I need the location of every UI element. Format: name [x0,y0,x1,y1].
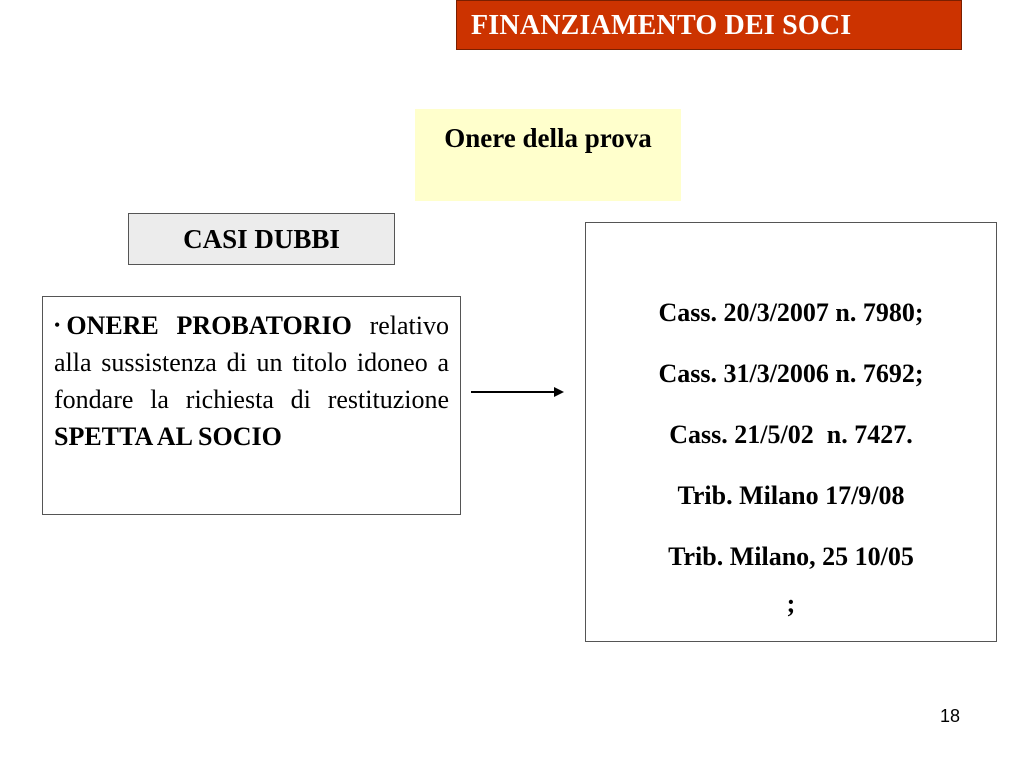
topic-box: Onere della prova [415,109,681,201]
right-arrow-icon [471,387,564,397]
rule-conclusion: SPETTA AL SOCIO [54,422,282,451]
case-citation: Cass. 20/3/2007 n. 7980; [658,298,924,327]
case-citation: Cass. 31/3/2006 n. 7692; [658,359,924,388]
case-citation: Cass. 21/5/02 n. 7427. [669,420,913,449]
rule-lead: ONERE PROBATORIO [66,311,352,340]
case-citation: Trib. Milano 17/9/08 [677,481,905,510]
slide-title: FINANZIAMENTO DEI SOCI [456,0,962,50]
section-label-box: CASI DUBBI [128,213,395,265]
page-number: 18 [939,706,961,726]
case-citation: Trib. Milano, 25 10/05 [668,542,914,571]
rule-body: relativo alla sussistenza di un titolo i… [54,311,449,414]
case-law-box: Cass. 20/3/2007 n. 7980; Cass. 31/3/2006… [585,222,997,642]
bullet-icon: • [54,315,61,335]
case-list-terminator: ; [786,589,796,618]
rule-text-box: •ONERE PROBATORIO relativo alla sussiste… [42,296,461,515]
